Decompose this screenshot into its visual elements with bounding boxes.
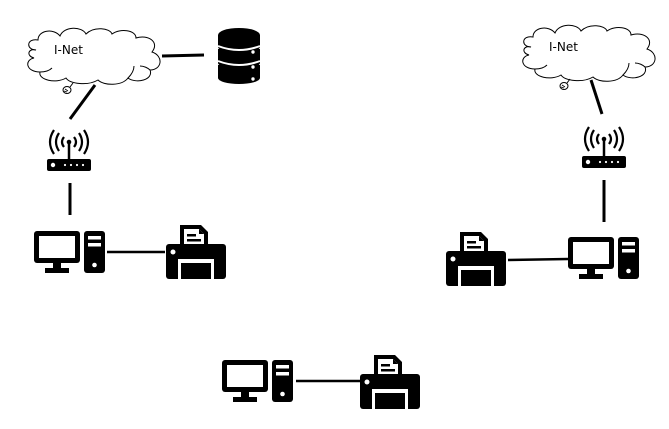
network-c <box>222 355 420 409</box>
cloud-icon <box>522 24 656 82</box>
wifi-router-icon <box>580 125 628 170</box>
edge-cloud-to-router <box>68 84 97 120</box>
cloud-node[interactable]: I-Net <box>27 27 161 85</box>
printer-icon <box>360 355 420 409</box>
cloud-tail-icon <box>559 78 571 90</box>
network-a: I-Net <box>27 27 261 279</box>
computer-node[interactable] <box>222 360 293 402</box>
printer-node[interactable] <box>360 355 420 409</box>
network-b: I-Net <box>446 24 656 286</box>
printer-icon <box>446 232 506 286</box>
desktop-computer-icon <box>34 231 105 273</box>
cloud-label: I-Net <box>54 43 83 57</box>
edge-cloud-to-router <box>589 79 604 115</box>
cloud-label: I-Net <box>549 40 578 54</box>
computer-node[interactable] <box>34 231 105 273</box>
printer-node[interactable] <box>166 225 226 279</box>
cloud-icon <box>27 27 161 85</box>
computer-node[interactable] <box>568 237 639 279</box>
database-node[interactable] <box>217 27 261 85</box>
cloud-node[interactable]: I-Net <box>522 24 656 82</box>
wifi-router-icon <box>45 128 93 173</box>
desktop-computer-icon <box>222 360 293 402</box>
printer-node[interactable] <box>446 232 506 286</box>
cloud-tail-icon <box>62 82 74 94</box>
database-icon <box>217 27 261 85</box>
edge-cloud-to-database <box>161 53 205 58</box>
edge-printer-to-pc <box>507 257 569 262</box>
router-node[interactable] <box>45 128 93 173</box>
printer-icon <box>166 225 226 279</box>
router-node[interactable] <box>580 125 628 170</box>
desktop-computer-icon <box>568 237 639 279</box>
